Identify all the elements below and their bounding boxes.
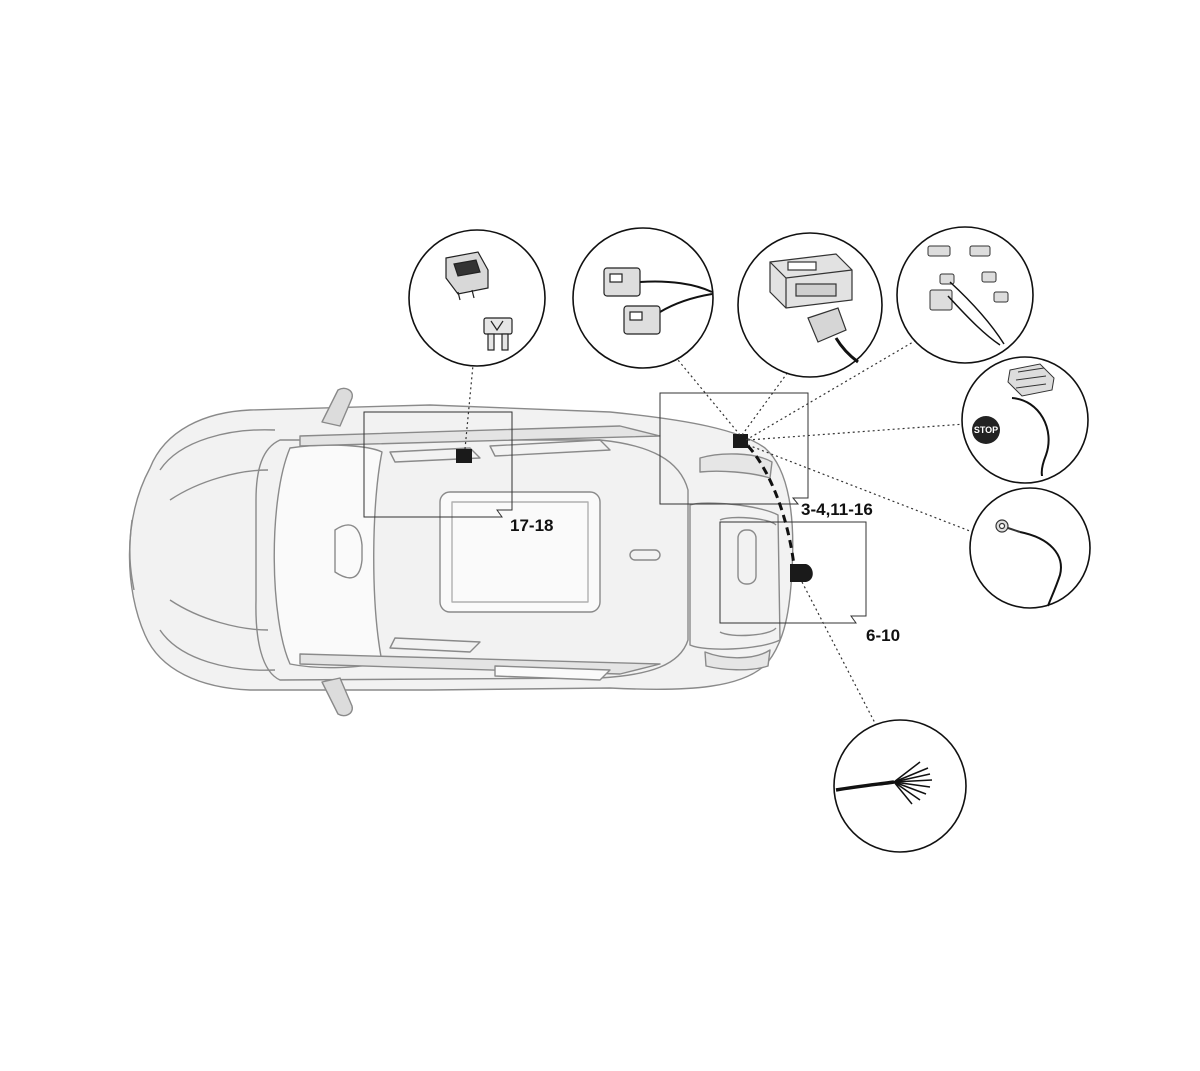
car-top-view xyxy=(128,387,794,717)
stop-sign-icon xyxy=(972,416,1000,444)
box-rear-lights xyxy=(659,392,809,505)
rear-light-bottom xyxy=(704,649,771,671)
label-17-18: 17-18 xyxy=(510,516,553,535)
detail-terminals xyxy=(896,226,1034,364)
mirror-bottom xyxy=(321,677,353,717)
rear-light-top xyxy=(699,453,773,479)
module-location-marker xyxy=(733,434,748,448)
stop-sign-text: STOP xyxy=(974,425,998,435)
detail-fuse-relay xyxy=(408,229,546,367)
sunroof xyxy=(439,491,601,613)
mirror-top xyxy=(321,387,353,427)
detail-control-module xyxy=(737,232,883,378)
tailgate xyxy=(689,502,781,650)
blade-fuse-icon xyxy=(483,317,513,351)
relay-icon xyxy=(445,251,489,301)
box-tow-socket xyxy=(719,521,867,624)
detail-wire-bundle xyxy=(833,719,967,853)
terminal-icons xyxy=(927,245,1009,311)
connector-plug-icon xyxy=(603,267,661,335)
detail-vehicle-connectors xyxy=(572,227,714,369)
wire-bundle-icon xyxy=(835,761,933,805)
fuse-location-marker xyxy=(456,449,472,463)
harness-route-dashed xyxy=(746,444,797,576)
car-roof-outline xyxy=(255,439,689,681)
leader-lines xyxy=(464,334,976,726)
detail-stop-diode: STOP xyxy=(961,356,1089,484)
detail-ground-terminal xyxy=(969,487,1091,609)
ring-terminal-icon xyxy=(995,519,1021,533)
label-6-10: 6-10 xyxy=(866,626,900,645)
module-plug-icon xyxy=(807,307,859,364)
box-interior xyxy=(363,411,513,518)
label-3-4-11-16: 3-4,11-16 xyxy=(801,500,873,519)
tow-socket-marker xyxy=(790,564,813,582)
control-module-icon xyxy=(769,253,853,309)
windshield xyxy=(273,444,383,669)
diode-clip-icon xyxy=(1007,363,1055,397)
callout-boxes xyxy=(363,392,867,624)
